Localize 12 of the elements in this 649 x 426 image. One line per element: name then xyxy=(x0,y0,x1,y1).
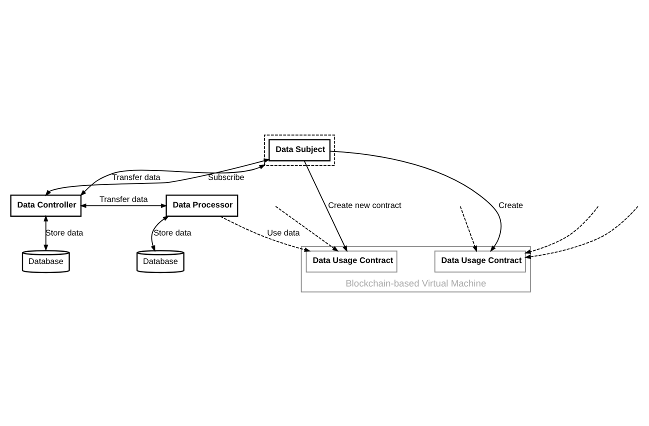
arrow xyxy=(330,150,502,252)
arrow xyxy=(45,158,270,196)
arrow xyxy=(44,214,48,251)
arrow xyxy=(524,205,638,259)
arrow xyxy=(275,205,339,252)
arrow xyxy=(460,205,477,252)
arrow xyxy=(304,160,348,252)
arrow xyxy=(524,205,599,254)
arrow xyxy=(220,215,311,252)
arrow xyxy=(150,215,170,252)
arrow xyxy=(80,164,266,196)
arrow xyxy=(80,202,168,208)
